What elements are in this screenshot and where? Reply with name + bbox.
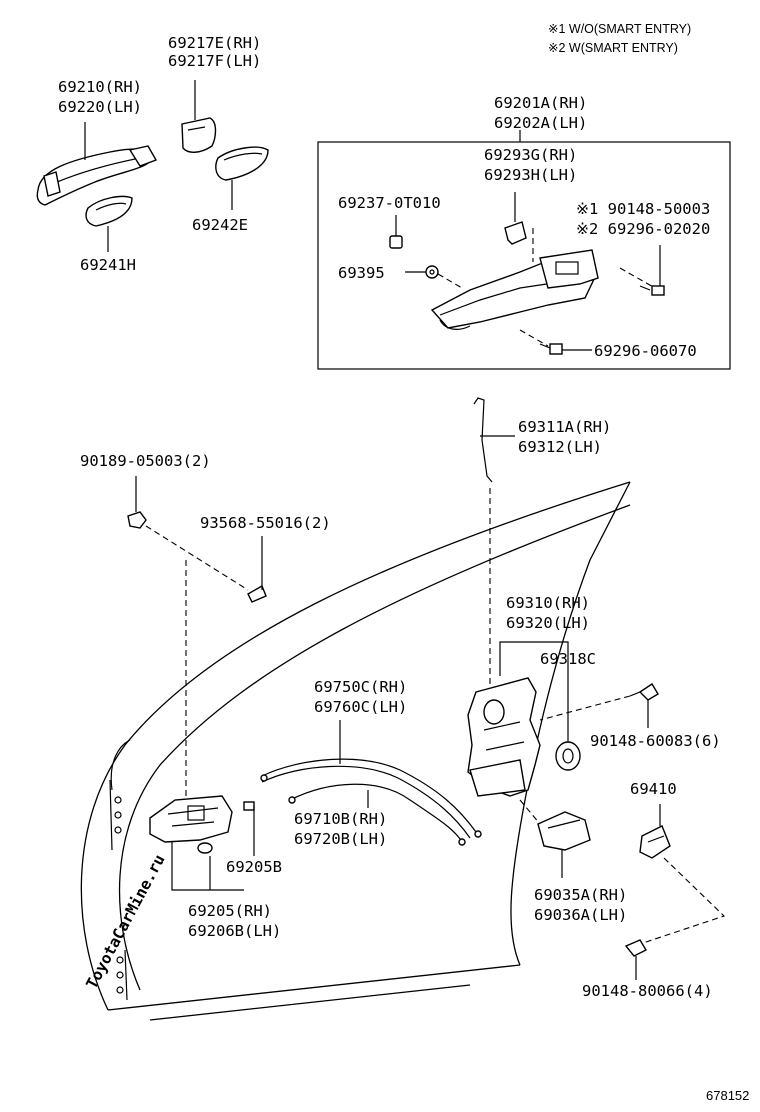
handle-frame-69201A <box>430 228 656 330</box>
clip-69237 <box>389 235 403 249</box>
label-90148-60083: 90148-60083(6) <box>590 732 721 750</box>
label-90148-80066: 90148-80066(4) <box>582 982 713 1000</box>
label-69320: 69320(LH) <box>506 614 590 632</box>
handle-cover-69217E <box>181 117 217 153</box>
cable-69750C <box>260 758 482 839</box>
screw-69296-02020 <box>639 285 665 296</box>
cap-69205 <box>197 842 213 854</box>
outside-handle-69210 <box>36 145 158 206</box>
inside-handle-69205 <box>149 795 233 843</box>
label-69710B: 69710B(RH) <box>294 810 387 828</box>
label-69750C: 69750C(RH) <box>314 678 407 696</box>
label-69720B: 69720B(LH) <box>294 830 387 848</box>
screw-69296-06070 <box>539 343 563 355</box>
dash-69410 <box>639 857 726 945</box>
label-69217F: 69217F(LH) <box>168 52 261 70</box>
dash-69395 <box>437 273 463 289</box>
label-69760C: 69760C(LH) <box>314 698 407 716</box>
washer-69395 <box>425 265 439 279</box>
label-69241H: 69241H <box>80 256 136 274</box>
dash-90148-60083 <box>539 695 631 721</box>
handle-pad-69241H <box>85 195 133 227</box>
label-69293G: 69293G(RH) <box>484 146 577 164</box>
leader-69205 <box>171 842 244 891</box>
dash-69296-06070 <box>519 329 549 347</box>
handle-pad-69242E <box>215 146 269 181</box>
label-69318C: 69318C <box>540 650 596 668</box>
label-69242E: 69242E <box>192 216 248 234</box>
switch-69035A <box>537 811 591 851</box>
label-69205: 69205(RH) <box>188 902 272 920</box>
door-lock-69310 <box>467 677 541 797</box>
label-69296-06070: 69296-06070 <box>594 342 697 360</box>
leader-69310 <box>499 641 569 676</box>
striker-69410 <box>639 825 671 859</box>
label-69310: 69310(RH) <box>506 594 590 612</box>
label-69312: 69312(LH) <box>518 438 602 456</box>
label-69220: 69220(LH) <box>58 98 142 116</box>
lock-rod-69311A <box>473 397 493 483</box>
label-69036A: 69036A(LH) <box>534 906 627 924</box>
label-69217E: 69217E(RH) <box>168 34 261 52</box>
screw-90148-80066 <box>624 939 647 957</box>
cable-69710B <box>288 783 466 846</box>
dash-90189 <box>145 525 249 591</box>
dash-69035A <box>519 799 541 825</box>
screw-90148-60083 <box>629 683 659 701</box>
door-body-outline <box>80 481 631 1021</box>
bracket-69293G <box>504 221 527 245</box>
screw-93568 <box>247 584 267 603</box>
grommet-69318C <box>555 741 581 771</box>
label-69237: 69237-0T010 <box>338 194 441 212</box>
label-90148-50003: ※1 90148-50003 <box>576 200 710 218</box>
label-93568: 93568-55016(2) <box>200 514 331 532</box>
label-69311A: 69311A(RH) <box>518 418 611 436</box>
frame-box <box>317 141 731 370</box>
clip-90189 <box>127 511 147 529</box>
label-69410: 69410 <box>630 780 677 798</box>
label-69035A: 69035A(RH) <box>534 886 627 904</box>
note-without-smart-entry: ※1 W/O(SMART ENTRY) <box>548 22 691 36</box>
label-69201A: 69201A(RH) <box>494 94 587 112</box>
label-69293H: 69293H(LH) <box>484 166 577 184</box>
label-69210: 69210(RH) <box>58 78 142 96</box>
label-69395: 69395 <box>338 264 385 282</box>
label-69206B: 69206B(LH) <box>188 922 281 940</box>
label-69202A: 69202A(LH) <box>494 114 587 132</box>
label-90189: 90189-05003(2) <box>80 452 211 470</box>
label-69296-02020: ※2 69296-02020 <box>576 220 710 238</box>
note-with-smart-entry: ※2 W(SMART ENTRY) <box>548 41 678 55</box>
label-69205B: 69205B <box>226 858 282 876</box>
clip-69205B <box>243 801 255 811</box>
reference-number: 678152 <box>706 1088 749 1103</box>
